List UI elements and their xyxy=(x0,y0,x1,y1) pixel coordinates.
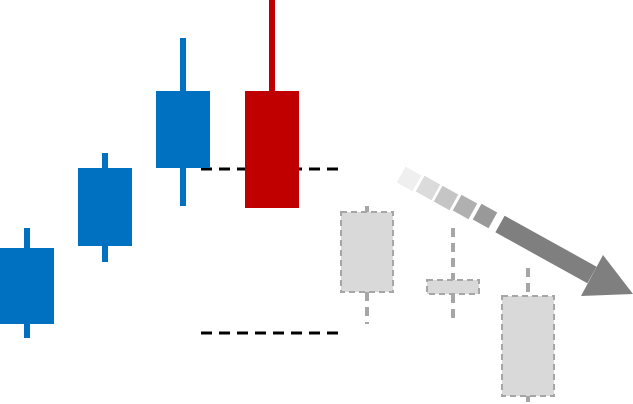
candle-body xyxy=(426,279,480,295)
trend-arrow-shaft xyxy=(495,215,597,284)
reference-lines xyxy=(201,167,343,335)
trend-arrow-fade-square-2 xyxy=(415,175,441,201)
candle-7 xyxy=(501,268,555,402)
candle-body xyxy=(340,211,394,293)
candle-body xyxy=(245,91,299,208)
trend-arrow-fade-square-5 xyxy=(472,203,498,229)
candle-5 xyxy=(340,206,394,324)
candles xyxy=(0,0,555,402)
candle-body xyxy=(501,295,555,397)
candle-body xyxy=(78,168,132,246)
candle-body xyxy=(0,248,54,324)
candle-6 xyxy=(426,228,480,318)
trend-arrow xyxy=(396,166,633,296)
trend-arrow-fade-square-3 xyxy=(433,185,459,211)
trend-arrow-fade-square-4 xyxy=(452,194,478,220)
trend-arrow-head xyxy=(581,255,633,296)
candle-body xyxy=(156,91,210,168)
candle-2 xyxy=(78,153,132,262)
trend-arrow-fade-square-1 xyxy=(396,166,422,192)
candle-3 xyxy=(156,38,210,206)
candle-4 xyxy=(245,0,299,208)
candle-1 xyxy=(0,228,54,338)
